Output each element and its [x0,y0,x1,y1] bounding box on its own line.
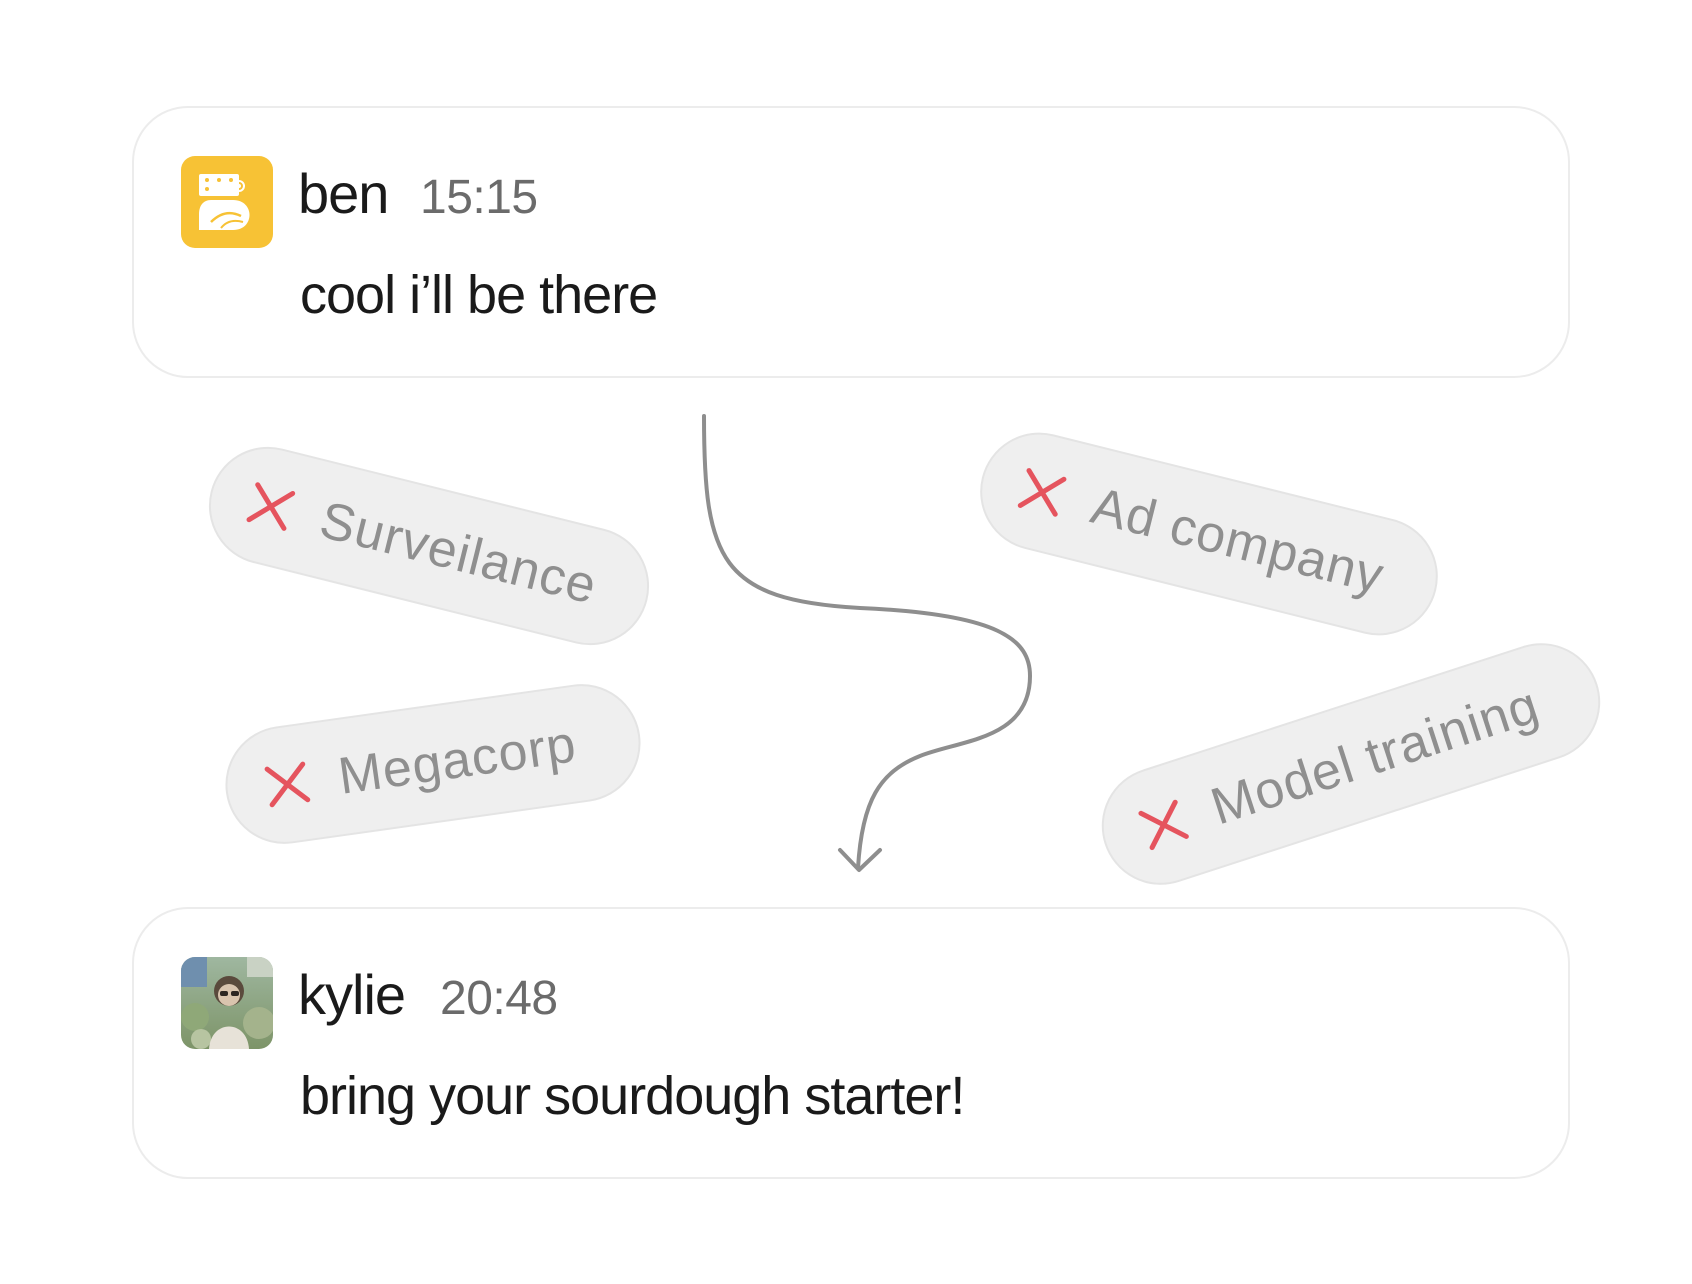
message-timestamp: 15:15 [420,171,538,224]
message-timestamp: 20:48 [440,972,558,1025]
blocked-pill-label: Megacorp [334,715,580,806]
x-icon [242,477,300,535]
blocked-pill-model-training: Model training [1086,627,1616,901]
x-icon [260,757,314,811]
arrow-head-icon [838,848,882,872]
message-text: cool i’ll be there [300,265,658,325]
blocked-pill-label: Ad company [1085,476,1390,606]
blocked-pill-ad-company: Ad company [967,420,1451,648]
x-icon [1133,795,1193,855]
message-card-kylie: kylie 20:48 bring your sourdough starter… [132,907,1570,1179]
sender-name[interactable]: ben [298,162,389,225]
blocked-pill-megacorp: Megacorp [217,676,649,852]
message-text: bring your sourdough starter! [300,1066,965,1126]
ben-logo-avatar[interactable] [181,156,273,248]
blocked-pill-label: Model training [1204,675,1547,837]
x-icon [1013,463,1071,521]
blocked-pill-surveilance: Surveilance [196,434,662,658]
blocked-pill-label: Surveilance [314,491,603,616]
sender-name[interactable]: kylie [298,963,406,1026]
message-card-ben: ben 15:15 cool i’ll be there [132,106,1570,378]
kylie-photo-avatar[interactable] [181,957,273,1049]
